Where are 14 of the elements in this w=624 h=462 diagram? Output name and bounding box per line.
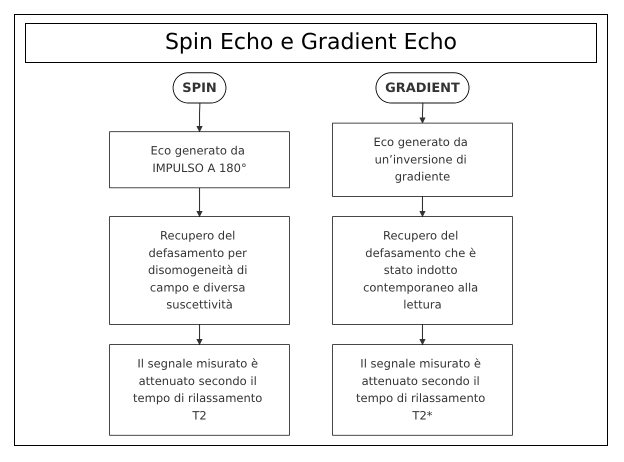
node-box: [332, 216, 513, 325]
node-box: [332, 122, 513, 197]
node-box: [109, 344, 290, 436]
arrow: [196, 103, 203, 132]
node-box: [109, 216, 290, 325]
arrow: [196, 188, 203, 217]
frame-background: Spin Echo e Gradient Echo SPIN Eco generato da IMPULSO A 180° Recupero del defasamento per disomogeneità di campo e diversa suscettività Il segnale misurato è attenuato secondo il tempo di rilassamento T2 GRADIENT Eco generato da un’inversione di gradiente Recupero del defasamento che è stato indotto contemporaneo alla lettura Il segnale misurato è attenuato secondo il tempo di rilassamento T2*: [14, 14, 608, 446]
arrow: [419, 103, 426, 124]
arrow: [419, 324, 426, 345]
node-box: [332, 344, 513, 436]
node-box: [109, 131, 290, 188]
title: Spin Echo e Gradient Echo: [25, 23, 597, 63]
arrow: [196, 324, 203, 345]
arrow: [419, 196, 426, 217]
